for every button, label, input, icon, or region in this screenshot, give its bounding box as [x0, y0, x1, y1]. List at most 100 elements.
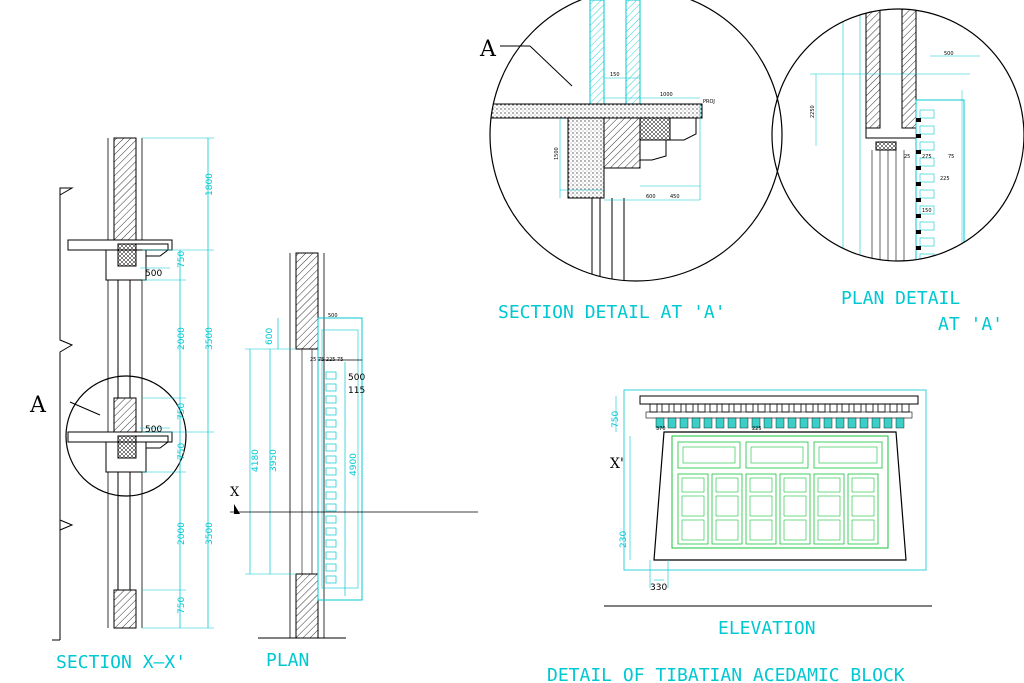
pd-dim-150: 150: [922, 208, 932, 214]
elevation-tooth: [787, 417, 797, 429]
plan-dim-3950: 3950: [269, 449, 279, 472]
plan-dentil: [325, 551, 337, 560]
window-sash: [745, 473, 777, 545]
window-transom: [813, 441, 883, 469]
dim-2000-a: 2000: [177, 327, 187, 350]
elevation-dentil: [649, 403, 658, 413]
plan-dim-4180: 4180: [251, 449, 261, 472]
window-sash: [847, 473, 879, 545]
pd-dim-275: 275: [922, 154, 932, 160]
plan-dentil: [325, 527, 337, 536]
elevation-tooth: [847, 417, 857, 429]
window-transom: [745, 441, 809, 469]
plan-detail-dentil: [919, 125, 935, 135]
window-sash-pane: [783, 519, 807, 541]
plan-detail-marker: [916, 262, 921, 266]
window-transom-inner: [750, 446, 804, 464]
window-sash-pane: [817, 477, 841, 493]
elevation-dentil: [673, 403, 682, 413]
dim-500-b: 500: [145, 425, 162, 435]
elevation-tooth: [727, 417, 737, 429]
elevation-tooth: [763, 417, 773, 429]
plan-dim-4900: 4900: [349, 453, 359, 476]
section-detail-drawing: [489, 0, 783, 282]
plan-detail-dentil: [919, 141, 935, 151]
section-detail-dims: 1000 1500 600 450 150 PROJ: [554, 72, 715, 200]
elevation-tooth: [871, 417, 881, 429]
plan-drawing: [230, 252, 478, 639]
elevation-dims: 750 230 330 370 225: [611, 411, 762, 593]
elevation-tooth: [739, 417, 749, 429]
plan-detail-dentil: [919, 157, 935, 167]
plan-detail-dentil: [919, 205, 935, 215]
plan-dim-500: 500: [348, 373, 365, 383]
sd-dim-150: 150: [610, 72, 620, 78]
plan-detail-dentil: [919, 189, 935, 199]
window-sash-pane: [817, 519, 841, 541]
plan-detail-marker: [916, 118, 921, 122]
pd-dim-225: 225: [940, 176, 950, 182]
elevation-dentil: [793, 403, 802, 413]
elevation-dentil: [709, 403, 718, 413]
plan-detail-dentil: [919, 221, 935, 231]
sd-dim-1000: 1000: [660, 92, 673, 98]
window-transom-inner: [682, 446, 736, 464]
elevation-tooth: [799, 417, 809, 429]
window-sash-pane: [851, 477, 875, 493]
plan-dentil: [325, 455, 337, 464]
x-prime-mark: X': [610, 456, 624, 472]
window-sash-pane: [783, 477, 807, 493]
window-sash-pane: [817, 495, 841, 517]
plan-dim-500-top: 500: [328, 313, 338, 319]
window-sash-pane: [715, 495, 739, 517]
elev-dim-230: 230: [619, 531, 629, 548]
window-sash-pane: [681, 477, 705, 493]
plan-detail-marker: [916, 182, 921, 186]
dim-500-a: 500: [145, 269, 162, 279]
elevation-tooth: [679, 417, 689, 429]
pd-dim-500: 500: [944, 51, 954, 57]
elevation-dentils: [649, 403, 910, 413]
elev-dim-330: 330: [650, 583, 667, 593]
sheet-title: DETAIL OF TIBATIAN ACEDAMIC BLOCK: [547, 665, 905, 683]
elevation-dentil: [685, 403, 694, 413]
elevation-dentil: [697, 403, 706, 413]
plan-dentil: [325, 371, 337, 380]
plan-dentil: [325, 467, 337, 476]
elev-dim-225: 225: [752, 426, 762, 432]
elevation-dentil: [865, 403, 874, 413]
plan-detail-title-2: AT 'A': [938, 314, 1003, 335]
elev-dim-370: 370: [656, 426, 666, 432]
window-sash-pane: [749, 495, 773, 517]
elevation-tooth: [883, 417, 893, 429]
pd-dim-75: 75: [948, 154, 954, 160]
dim-1800: 1800: [205, 173, 215, 196]
plan-detail-dims: 500 2250 225 150 25 275 75: [810, 51, 954, 214]
dim-3500-b: 3500: [205, 522, 215, 545]
plan-dentil: [325, 491, 337, 500]
plan-dentil: [325, 419, 337, 428]
elevation-dentil: [745, 403, 754, 413]
elev-dim-750: 750: [611, 411, 621, 428]
plan-detail-marker: [916, 134, 921, 138]
callout-a-detail: A: [479, 37, 497, 62]
dim-750-a: 750: [177, 251, 187, 268]
plan-detail-drawing: [771, 8, 1024, 266]
plan-detail-marker: [916, 230, 921, 234]
elevation-title: ELEVATION: [718, 618, 816, 639]
dim-3500-a: 3500: [205, 327, 215, 350]
window-sash: [711, 473, 743, 545]
section-xx-dims: 1800 750 500 2000 3500 750 500 750 2000 …: [145, 173, 215, 614]
elevation-dentil: [721, 403, 730, 413]
elevation-dentil: [769, 403, 778, 413]
sd-dim-1500: 1500: [554, 147, 560, 160]
plan-dim-115: 115: [348, 386, 365, 396]
plan-dims: 600 500 115 4180 3950 4900 500 25 75 225…: [251, 313, 365, 476]
plan-dentil: [325, 575, 337, 584]
window-sash: [677, 473, 709, 545]
window-sash-pane: [715, 477, 739, 493]
window-sash-pane: [749, 519, 773, 541]
plan-dentil: [325, 431, 337, 440]
plan-detail-dentil: [919, 173, 935, 183]
